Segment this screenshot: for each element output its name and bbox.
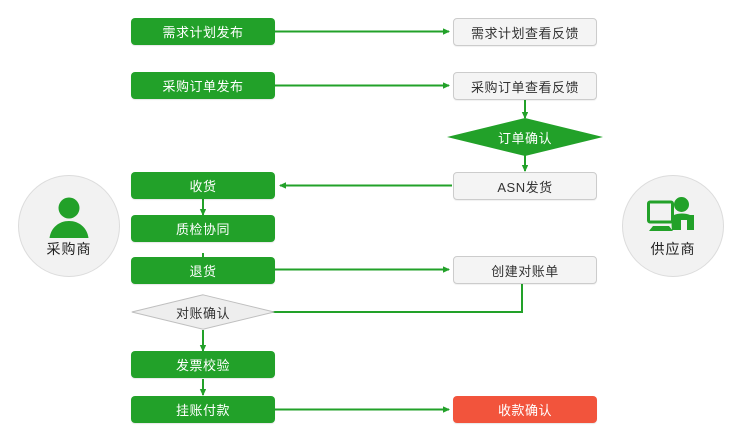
diamond-shape-green <box>447 118 603 156</box>
node-reconciliation-confirm[interactable]: 对账确认 <box>131 294 275 330</box>
node-payment-receipt-confirm-label: 收款确认 <box>497 403 552 418</box>
node-asn-shipment-label: ASN发货 <box>497 179 553 195</box>
actor-buyer: 采购商 <box>18 175 120 277</box>
actor-supplier-label: 供应商 <box>650 240 696 257</box>
diamond-shape-white <box>131 294 275 330</box>
node-demand-plan-feedback[interactable]: 需求计划查看反馈 <box>453 18 597 46</box>
node-goods-receipt[interactable]: 收货 <box>131 172 275 199</box>
node-purchase-order-feedback[interactable]: 采购订单查看反馈 <box>453 72 597 100</box>
node-payable-payment[interactable]: 挂账付款 <box>131 396 275 423</box>
node-order-confirm-label: 订单确认 <box>497 130 552 146</box>
node-return-goods[interactable]: 退货 <box>131 257 275 284</box>
actor-buyer-label: 采购商 <box>46 240 92 257</box>
node-asn-shipment[interactable]: ASN发货 <box>453 172 597 200</box>
node-payment-receipt-confirm[interactable]: 收款确认 <box>453 396 597 423</box>
node-quality-collaboration[interactable]: 质检协同 <box>131 215 275 242</box>
node-demand-plan-publish[interactable]: 需求计划发布 <box>131 18 275 45</box>
node-invoice-verification[interactable]: 发票校验 <box>131 351 275 378</box>
node-invoice-verification-label: 发票校验 <box>175 358 230 373</box>
edge-statement-to-recon <box>253 284 523 316</box>
node-return-goods-label: 退货 <box>189 264 217 279</box>
node-demand-plan-feedback-label: 需求计划查看反馈 <box>470 25 579 41</box>
person-at-computer-icon <box>646 194 700 238</box>
person-icon <box>42 194 96 238</box>
node-demand-plan-publish-label: 需求计划发布 <box>162 25 244 40</box>
node-reconciliation-confirm-label: 对账确认 <box>175 305 230 321</box>
node-purchase-order-feedback-label: 采购订单查看反馈 <box>470 79 579 95</box>
node-quality-collaboration-label: 质检协同 <box>175 222 230 237</box>
node-purchase-order-publish[interactable]: 采购订单发布 <box>131 72 275 99</box>
node-order-confirm[interactable]: 订单确认 <box>447 118 603 156</box>
node-purchase-order-publish-label: 采购订单发布 <box>162 79 244 94</box>
node-create-reconciliation-statement[interactable]: 创建对账单 <box>453 256 597 284</box>
node-goods-receipt-label: 收货 <box>189 179 217 194</box>
actor-supplier: 供应商 <box>622 175 724 277</box>
node-create-reconciliation-statement-label: 创建对账单 <box>491 263 559 279</box>
node-payable-payment-label: 挂账付款 <box>175 403 230 418</box>
